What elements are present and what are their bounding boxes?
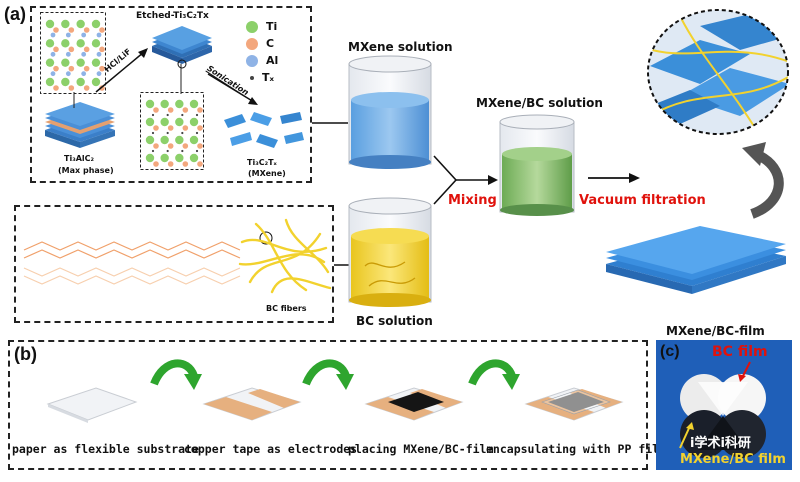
legend-swatch <box>250 75 254 80</box>
bc-film-pointer <box>738 361 751 382</box>
legend-item: Ti <box>246 18 306 35</box>
green-arrow-1 <box>150 359 202 390</box>
legend-label: Tₓ <box>262 71 275 84</box>
mixing-label: Mixing <box>448 193 497 208</box>
legend-item: C <box>246 35 306 52</box>
step-3-caption: placing MXene/BC-film <box>348 442 494 456</box>
panel-c-label: (c) <box>660 343 680 360</box>
legend-label: Ti <box>266 20 278 33</box>
etched-lattice <box>140 92 204 170</box>
watermark-text: i学术i科研 <box>690 436 751 451</box>
cellulose-chains <box>23 241 241 285</box>
film-label: MXene/BC-film <box>666 324 765 338</box>
etched-label: Etched-Ti₃C₂Tx <box>136 11 209 21</box>
zoom-circle <box>647 9 789 135</box>
bc-fibers-label: BC fibers <box>266 304 307 313</box>
green-arrow-2 <box>302 359 354 390</box>
mxene-bc-film-stack <box>606 226 786 294</box>
panel-c-photo <box>656 340 792 470</box>
legend-swatch <box>246 20 258 33</box>
curved-arrow <box>742 142 784 219</box>
legend-label: C <box>266 37 275 50</box>
max-phase-note: (Max phase) <box>58 166 114 175</box>
clover-film-graphic <box>680 374 766 458</box>
watermark: i学术i科研 <box>690 432 751 451</box>
step-film-graphic <box>364 387 464 421</box>
step-2-caption: copper tape as electrodes <box>184 442 358 456</box>
bc-beaker <box>348 197 432 307</box>
step-paper-graphic <box>46 387 138 423</box>
mxene-bc-film-pointer <box>679 422 694 449</box>
connector-line-2 <box>180 64 182 94</box>
bc-film-label: BC film <box>712 344 768 360</box>
bc-fibers-graphic <box>238 218 332 294</box>
legend-swatch <box>246 54 258 67</box>
bc-solution-label: BC solution <box>356 314 433 328</box>
etched-stack <box>152 26 212 69</box>
step-copper-graphic <box>202 387 302 421</box>
step-4-caption: encapsulating with PP film <box>486 442 667 456</box>
legend-item: Tₓ <box>246 69 306 86</box>
mxene-bc-film-label: MXene/BC film <box>680 452 786 467</box>
legend-swatch <box>246 37 258 50</box>
legend-item: Al <box>246 52 306 69</box>
step-encapsulated-graphic <box>524 387 624 421</box>
mxene-formula: Ti₃C₂Tₓ <box>247 158 277 167</box>
connector-line-1 <box>73 92 75 108</box>
step-1-caption: paper as flexible substrate <box>12 442 199 456</box>
box-connectors <box>312 122 350 266</box>
max-phase-formula: Ti₃AlC₂ <box>64 154 95 163</box>
max-phase-stack <box>45 102 115 148</box>
green-arrow-3 <box>468 359 520 390</box>
mxene-note: (MXene) <box>248 169 286 178</box>
mix-beaker <box>499 114 575 216</box>
steps-box <box>8 340 648 470</box>
mxene-solution-label: MXene solution <box>348 40 453 54</box>
bc-box <box>14 205 334 323</box>
panel-a-label: (a) <box>4 4 26 24</box>
filtration-arrow <box>588 173 640 183</box>
panel-b-label: (b) <box>14 344 37 364</box>
sonication-arrow <box>207 73 258 105</box>
mixing-arrow <box>433 155 498 205</box>
legend-label: Al <box>266 54 279 67</box>
etch-arrow <box>95 48 148 93</box>
max-phase-lattice <box>40 12 106 94</box>
mxene-flakes <box>224 112 304 148</box>
mix-solution-label: MXene/BC solution <box>476 96 603 110</box>
filtration-label: Vacuum filtration <box>579 193 706 208</box>
mxene-beaker <box>348 55 432 169</box>
synthesis-box <box>30 6 312 183</box>
